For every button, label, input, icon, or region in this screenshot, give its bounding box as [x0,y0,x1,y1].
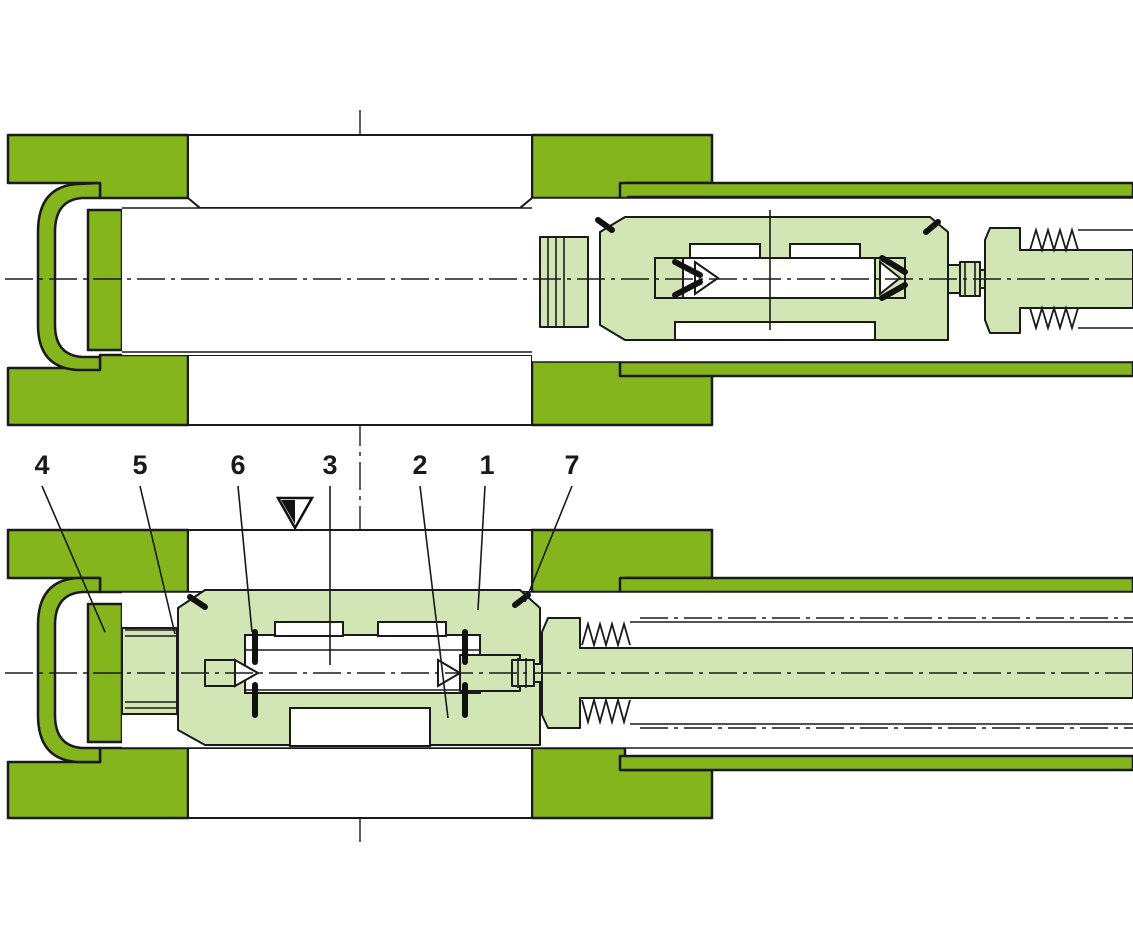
callout-5: 5 [132,450,148,480]
pipe-top-upper [618,181,1133,200]
bore-top [187,134,533,209]
piston-top [984,227,1133,334]
leader-lines [41,485,573,719]
callout-3: 3 [322,450,338,480]
callout-7: 7 [564,450,580,480]
view-retracted [5,133,1133,427]
end-plate-top [86,208,124,352]
callout-2: 2 [412,450,428,480]
piston-bottom [541,617,1133,729]
chamber-top [122,208,532,355]
view-inserted [5,485,1133,820]
callout-6: 6 [230,450,246,480]
end-cap-top [36,181,102,372]
callout-4: 4 [34,450,50,480]
bore-bottom [187,354,533,426]
callout-1: 1 [479,450,495,480]
pipe-top-lower [618,360,1133,378]
